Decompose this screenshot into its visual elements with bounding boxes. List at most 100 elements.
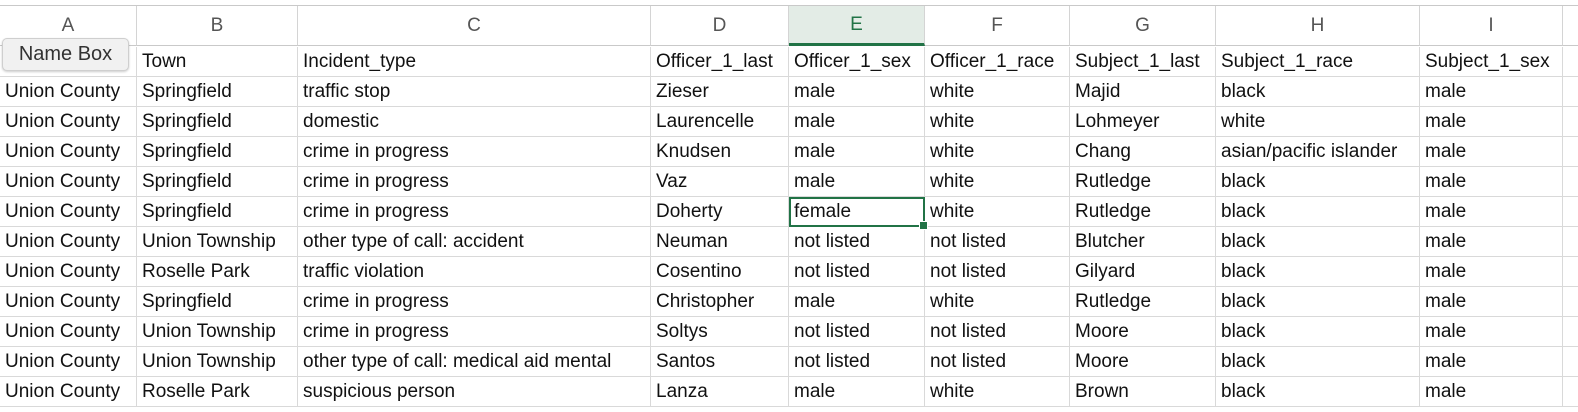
table-cell[interactable]: white: [925, 137, 1070, 167]
table-cell[interactable]: Springfield: [137, 137, 298, 167]
table-cell[interactable]: not listed: [925, 257, 1070, 287]
table-cell[interactable]: crime in progress: [298, 317, 651, 347]
table-cell[interactable]: Union County: [0, 347, 137, 377]
column-header-e[interactable]: E: [789, 6, 925, 46]
table-cell[interactable]: Springfield: [137, 77, 298, 107]
table-cell[interactable]: black: [1216, 77, 1420, 107]
table-cell[interactable]: Chang: [1070, 137, 1216, 167]
table-cell[interactable]: white: [925, 377, 1070, 407]
table-cell[interactable]: Union Township: [137, 347, 298, 377]
table-cell[interactable]: black: [1216, 287, 1420, 317]
table-cell[interactable]: Union County: [0, 227, 137, 257]
table-cell[interactable]: Soltys: [651, 317, 789, 347]
table-cell[interactable]: Union County: [0, 77, 137, 107]
table-cell[interactable]: Rutledge: [1070, 287, 1216, 317]
table-cell[interactable]: [1563, 77, 1578, 107]
table-cell[interactable]: white: [925, 197, 1070, 227]
table-cell[interactable]: white: [925, 107, 1070, 137]
table-cell[interactable]: male: [1420, 257, 1563, 287]
table-cell[interactable]: [1563, 227, 1578, 257]
table-cell[interactable]: black: [1216, 347, 1420, 377]
table-cell[interactable]: Union Township: [137, 227, 298, 257]
table-cell[interactable]: traffic stop: [298, 77, 651, 107]
table-cell[interactable]: black: [1216, 377, 1420, 407]
table-cell[interactable]: male: [1420, 167, 1563, 197]
table-cell[interactable]: not listed: [925, 227, 1070, 257]
column-header-extra[interactable]: [1563, 6, 1578, 46]
column-header-g[interactable]: G: [1070, 6, 1216, 46]
table-cell[interactable]: Springfield: [137, 167, 298, 197]
table-cell[interactable]: Vaz: [651, 167, 789, 197]
table-cell[interactable]: male: [789, 77, 925, 107]
table-cell[interactable]: traffic violation: [298, 257, 651, 287]
table-cell[interactable]: not listed: [789, 317, 925, 347]
table-cell[interactable]: Union County: [0, 167, 137, 197]
table-cell[interactable]: Zieser: [651, 77, 789, 107]
table-cell[interactable]: Springfield: [137, 107, 298, 137]
table-cell[interactable]: [1563, 107, 1578, 137]
table-cell[interactable]: male: [1420, 347, 1563, 377]
table-cell[interactable]: [1563, 317, 1578, 347]
table-cell[interactable]: [1563, 197, 1578, 227]
table-cell[interactable]: not listed: [789, 227, 925, 257]
field-header-cell[interactable]: Subject_1_sex: [1420, 47, 1563, 77]
field-header-cell[interactable]: Officer_1_last: [651, 47, 789, 77]
table-cell[interactable]: Cosentino: [651, 257, 789, 287]
table-cell[interactable]: other type of call: medical aid mental: [298, 347, 651, 377]
table-cell[interactable]: Springfield: [137, 287, 298, 317]
column-header-b[interactable]: B: [137, 6, 298, 46]
field-header-cell[interactable]: Officer_1_sex: [789, 47, 925, 77]
table-cell[interactable]: black: [1216, 317, 1420, 347]
table-cell[interactable]: not listed: [789, 257, 925, 287]
table-cell[interactable]: domestic: [298, 107, 651, 137]
column-header-d[interactable]: D: [651, 6, 789, 46]
table-cell[interactable]: male: [789, 377, 925, 407]
field-header-cell[interactable]: Incident_type: [298, 47, 651, 77]
table-cell[interactable]: black: [1216, 227, 1420, 257]
column-header-h[interactable]: H: [1216, 6, 1420, 46]
table-cell[interactable]: Union County: [0, 107, 137, 137]
table-cell[interactable]: Lanza: [651, 377, 789, 407]
column-header-c[interactable]: C: [298, 6, 651, 46]
table-cell[interactable]: male: [1420, 197, 1563, 227]
table-cell[interactable]: male: [1420, 77, 1563, 107]
table-cell[interactable]: [1563, 137, 1578, 167]
table-cell[interactable]: male: [789, 167, 925, 197]
table-cell[interactable]: white: [925, 287, 1070, 317]
table-cell[interactable]: crime in progress: [298, 167, 651, 197]
column-header-i[interactable]: I: [1420, 6, 1563, 46]
table-cell[interactable]: Lohmeyer: [1070, 107, 1216, 137]
table-cell[interactable]: male: [1420, 377, 1563, 407]
table-cell[interactable]: crime in progress: [298, 137, 651, 167]
table-cell[interactable]: white: [925, 167, 1070, 197]
table-cell[interactable]: crime in progress: [298, 197, 651, 227]
table-cell[interactable]: not listed: [925, 317, 1070, 347]
field-header-cell[interactable]: Subject_1_race: [1216, 47, 1420, 77]
table-cell[interactable]: Union County: [0, 377, 137, 407]
table-cell[interactable]: Majid: [1070, 77, 1216, 107]
table-cell[interactable]: male: [789, 137, 925, 167]
table-cell[interactable]: Union County: [0, 317, 137, 347]
table-cell[interactable]: [1563, 167, 1578, 197]
table-cell[interactable]: Rutledge: [1070, 197, 1216, 227]
table-cell[interactable]: Union County: [0, 287, 137, 317]
table-cell[interactable]: black: [1216, 257, 1420, 287]
table-cell[interactable]: not listed: [925, 347, 1070, 377]
table-cell[interactable]: white: [925, 77, 1070, 107]
table-cell[interactable]: Union Township: [137, 317, 298, 347]
column-header-f[interactable]: F: [925, 6, 1070, 46]
table-cell[interactable]: Rutledge: [1070, 167, 1216, 197]
table-cell[interactable]: Brown: [1070, 377, 1216, 407]
table-cell[interactable]: Neuman: [651, 227, 789, 257]
table-cell[interactable]: male: [1420, 317, 1563, 347]
table-cell[interactable]: male: [789, 107, 925, 137]
fill-handle[interactable]: [919, 221, 928, 230]
table-cell[interactable]: black: [1216, 197, 1420, 227]
table-cell[interactable]: Roselle Park: [137, 257, 298, 287]
table-cell[interactable]: Roselle Park: [137, 377, 298, 407]
table-cell[interactable]: asian/pacific islander: [1216, 137, 1420, 167]
table-cell[interactable]: [1563, 377, 1578, 407]
table-cell[interactable]: suspicious person: [298, 377, 651, 407]
table-cell[interactable]: Union County: [0, 257, 137, 287]
table-cell[interactable]: crime in progress: [298, 287, 651, 317]
